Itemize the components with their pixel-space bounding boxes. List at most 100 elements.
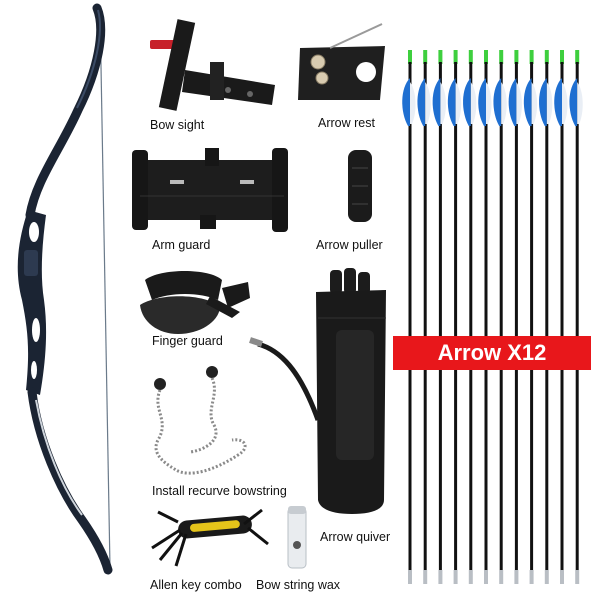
arrow-nock [514,50,519,64]
arrow-puller [348,150,372,222]
riser-cutout-2 [32,318,40,342]
arrow-nock [468,50,473,64]
arrow [493,50,507,584]
label-arm-guard: Arm guard [152,238,211,252]
label-arrow-quiver: Arrow quiver [320,530,391,544]
arrow [447,50,462,584]
arrow-nock [529,50,534,64]
arrow-tip [575,570,580,584]
bowstring-coil [189,377,218,454]
arrow [523,50,538,584]
sight-mount [210,62,224,100]
arrow-fletching [417,78,426,126]
arrow-tip [438,570,443,584]
arrow-fletching [402,78,410,126]
arm-guard-buckle [205,148,219,166]
label-arrow-rest: Arrow rest [318,116,375,130]
recurve-bow [17,3,113,575]
arrow-fletching [440,82,446,124]
arrow-rest-wire [329,23,383,49]
arrow-fletching [425,82,431,124]
allen-key [151,528,181,550]
arrow [478,50,492,584]
allen-key-combo [151,508,269,567]
bow-string-wax [287,506,307,569]
bow-upper-limb [25,3,106,220]
wax-cap [288,506,306,514]
arm-guard-buckle [200,215,216,229]
arrow-tip [468,570,473,584]
arrow [463,50,477,584]
label-arrow-puller: Arrow puller [316,238,383,252]
arrow-fletching [486,82,492,124]
bow-lower-limb-highlight [35,399,83,516]
arrow [402,50,416,584]
arrow-nock [560,50,564,64]
quiver-pocket [336,330,374,460]
arrow-fletching [508,78,517,126]
arrow [432,50,446,584]
arrow [417,50,431,584]
sight-screw [247,91,253,97]
arrow-tip [423,570,428,584]
allen-key [174,533,188,567]
quiver-tube [358,272,370,294]
arrow-nock [575,50,580,64]
arrow-tip [544,570,549,584]
arrow [554,50,568,584]
arrow-tip [408,570,412,584]
arrow-rest-knob [310,54,326,70]
wax-logo [293,541,301,549]
bow-grip [24,250,38,276]
arm-guard-slot [240,180,254,184]
finger-guard [140,271,250,334]
riser-cutout-3 [31,361,37,379]
arrow-fletching [577,82,583,124]
sight-screw [225,87,231,93]
label-bow-sight: Bow sight [150,118,205,132]
arrow-fletching [455,82,462,124]
wax-tube [287,507,307,569]
arrow-rest [298,23,385,100]
arrow-fletching [539,78,547,126]
arrow-count-badge: Arrow X12 [393,336,591,370]
bow-sight [150,19,275,111]
bowstring-loop [206,366,218,378]
arm-guard-slot [170,180,184,184]
arrow-nock [484,50,488,64]
quiver-tube [344,268,356,294]
arrow-nock [499,50,504,64]
arrow [508,50,522,584]
arm-guard-strap [132,150,148,230]
arrow-fletching [478,78,486,126]
finger-guard-top [145,271,222,300]
arrow-nock [438,50,443,64]
arrow-tip [484,570,488,584]
allen-key [157,510,179,524]
arrow-fletching [516,82,522,124]
allen-key [247,526,269,546]
arrow-fletching [410,82,416,124]
arrow-fletching [470,82,477,124]
arrow-fletching [523,78,532,126]
bow-upper-limb-highlight [76,9,101,109]
arrow-nock [408,50,412,64]
bow-lower-limb [27,387,113,575]
finger-guard-tab [206,296,240,318]
arrow-nock [423,50,428,64]
arrow-tip [529,570,534,584]
bowstring-coil [154,389,247,475]
arrow-fletching [447,78,456,126]
label-finger-guard: Finger guard [152,334,223,348]
quiver-tube [330,270,342,294]
arrow-tip [514,570,519,584]
label-allen-key: Allen key combo [150,578,242,592]
quiver-clip [249,337,263,347]
bow-string [99,9,111,569]
quiver-strap [257,341,321,421]
arm-guard [132,148,288,232]
label-bowstring: Install recurve bowstring [152,484,287,498]
arrow-rest-hole [356,62,376,82]
arrow-tip [453,570,458,584]
